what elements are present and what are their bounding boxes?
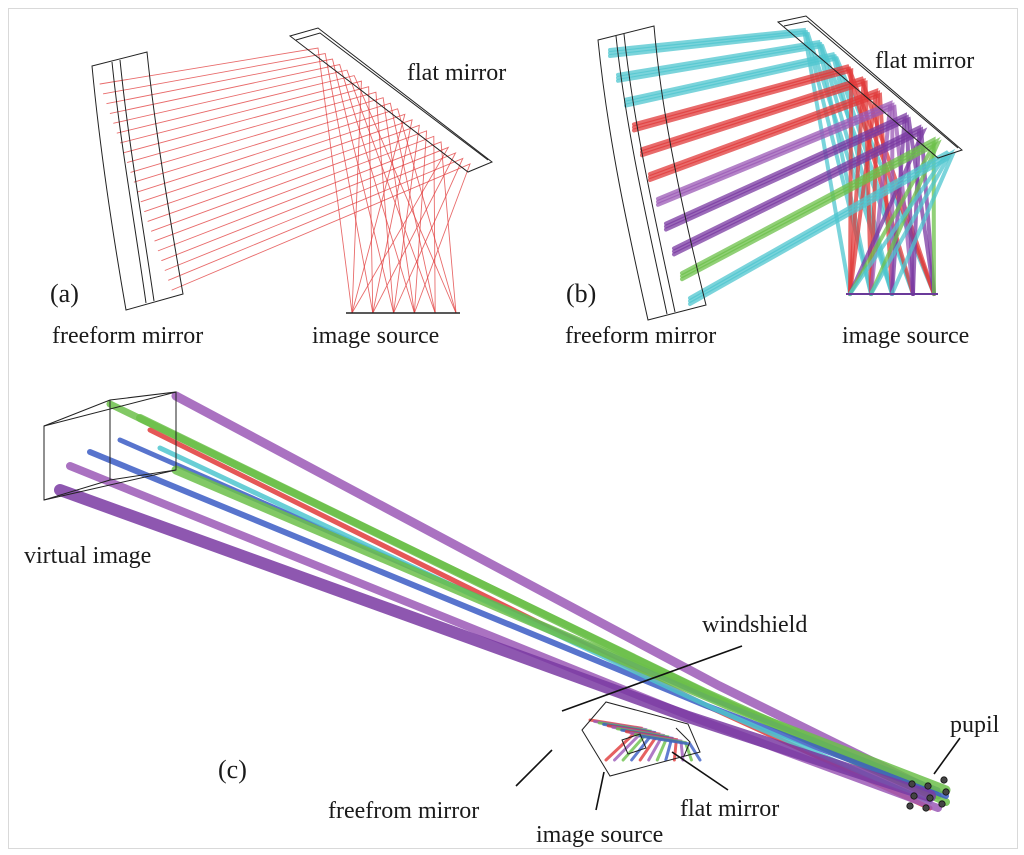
panel-a-ray [154, 135, 436, 314]
panel-a-tag: (a) [50, 279, 79, 308]
panel-b: (b) freeform mirror flat mirror image so… [565, 15, 974, 349]
panel-c-freeform-mirror-label: freefrom mirror [328, 798, 479, 824]
panel-a-ray [130, 97, 415, 314]
panel-a-image-source-label: image source [312, 323, 439, 349]
panel-a-ray [161, 146, 450, 314]
panel-b-tag: (b) [566, 279, 596, 308]
panel-a-ray [171, 163, 471, 314]
panel-a-flat-mirror-label: flat mirror [407, 60, 506, 86]
panel-c-tag: (c) [218, 755, 247, 784]
panel-b-ray [632, 67, 854, 296]
panel-a-flat-mirror-shape [288, 27, 493, 173]
virtual-image-box [43, 391, 177, 501]
pupil-dot [926, 794, 934, 802]
panel-b-ray [624, 56, 936, 296]
panel-c: (c) virtual image windshield pupil freef… [24, 391, 1000, 848]
pupil-dot [940, 776, 948, 784]
panel-c-ray-bundle [171, 465, 951, 795]
panel-b-ray [608, 27, 852, 296]
pupil-dot [910, 792, 918, 800]
virtual-image-label: virtual image [24, 543, 151, 569]
panel-a-ray [144, 119, 413, 314]
panel-b-ray [616, 43, 915, 296]
hud-unit-shape [581, 701, 701, 777]
panel-b-flat-mirror-label: flat mirror [875, 48, 974, 74]
panel-b-ray [680, 136, 936, 296]
panel-b-ray [640, 77, 866, 296]
panel-a-ray [157, 141, 457, 314]
pupil-dot [938, 800, 946, 808]
panel-a-ray [133, 102, 436, 314]
panel-b-flat-mirror-shape [776, 15, 963, 159]
pupil-dot [908, 780, 916, 788]
panel-a-ray [113, 69, 436, 314]
panel-b-ray [688, 150, 950, 300]
windshield-label: windshield [702, 612, 807, 638]
pupil-dot [942, 788, 950, 796]
pupil-dot [922, 804, 930, 812]
panel-a-ray [116, 75, 457, 314]
panel-b-ray [672, 126, 936, 296]
panel-a-ray [168, 157, 464, 314]
panel-a-ray [164, 152, 457, 314]
panel-a-ray [140, 113, 406, 314]
panel-c-flat-mirror-label: flat mirror [680, 796, 779, 822]
panel-a: (a) freeform mirror flat mirror image so… [50, 27, 506, 349]
panel-b-ray [680, 136, 941, 296]
pupil-label: pupil [950, 712, 1000, 738]
panel-c-ray-bundle [54, 484, 936, 802]
pupil-dot [906, 802, 914, 810]
panel-a-ray [106, 58, 395, 314]
panel-b-freeform-mirror-shape [597, 25, 707, 321]
panel-c-hud-ray [638, 734, 702, 762]
panel-b-ray [680, 139, 942, 296]
panel-b-rays [608, 27, 957, 306]
panel-a-ray [123, 86, 374, 314]
panel-a-freeform-mirror-shape [91, 51, 184, 311]
panel-b-ray [664, 116, 936, 296]
panel-a-rays [99, 47, 471, 314]
panel-b-ray [648, 90, 881, 296]
panel-b-ray [648, 87, 879, 296]
panel-c-rays [54, 391, 951, 812]
panel-a-ray [137, 108, 457, 314]
pupil-dots [906, 776, 950, 812]
panel-b-ray [672, 127, 928, 296]
panel-a-ray [150, 130, 428, 314]
panel-b-freeform-mirror-label: freeform mirror [565, 323, 716, 349]
panel-b-ray [640, 80, 873, 296]
panel-a-ray [120, 80, 362, 314]
panel-a-freeform-mirror-label: freeform mirror [52, 323, 203, 349]
panel-a-ray [99, 47, 353, 314]
panel-a-ray [102, 53, 374, 314]
pupil-dot [924, 782, 932, 790]
panel-c-image-source-label: image source [536, 822, 663, 848]
panel-c-ray-bundle [171, 391, 935, 795]
panel-a-ray [147, 124, 420, 314]
leader-lines [515, 645, 961, 811]
panel-b-image-source-label: image source [842, 323, 969, 349]
panel-b-ray [688, 151, 957, 306]
panel-b-ray [664, 114, 915, 296]
